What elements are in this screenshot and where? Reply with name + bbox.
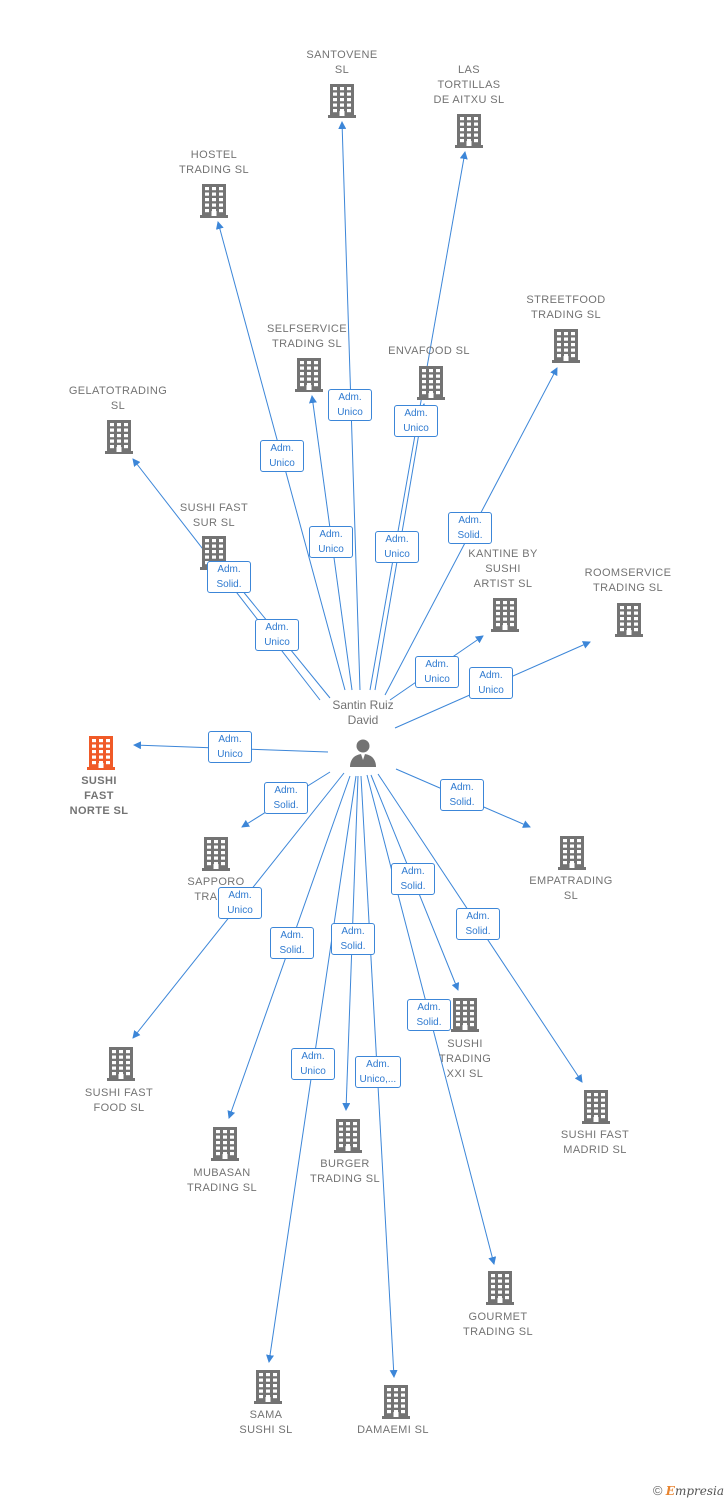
company-name-kantine[interactable]: KANTINE BY SUSHI ARTIST SL xyxy=(468,548,538,590)
role-badge-roomservice: Adm. Unico xyxy=(469,667,513,699)
role-badge-sushi-fast-norte: Adm. Unico xyxy=(208,731,252,763)
person-icon[interactable] xyxy=(348,738,378,770)
role-badge-mubasan: Adm. Solid. xyxy=(270,927,314,959)
company-name-sama[interactable]: SAMA SUSHI SL xyxy=(239,1409,293,1436)
building-icon[interactable] xyxy=(613,601,645,637)
role-badge-santovene: Adm. Unico xyxy=(328,389,372,421)
company-name-sushi-fast-sur[interactable]: SUSHI FAST SUR SL xyxy=(179,502,249,529)
role-badge-kantine: Adm. Unico xyxy=(415,656,459,688)
building-icon[interactable] xyxy=(103,418,135,454)
role-badge-sushi-trading-xxi: Adm. Solid. xyxy=(391,863,435,895)
building-icon[interactable] xyxy=(200,835,232,871)
role-badge-envafood: Adm. Unico xyxy=(375,531,419,563)
role-badge-sapporo: Adm. Solid. xyxy=(264,782,308,814)
company-name-streetfood[interactable]: STREETFOOD TRADING SL xyxy=(526,294,606,321)
role-badge-empatrading: Adm. Solid. xyxy=(440,779,484,811)
empresia-logo: Empresia xyxy=(665,1484,724,1498)
company-name-sushi-fast-madrid[interactable]: SUSHI FAST MADRID SL xyxy=(560,1129,630,1156)
company-name-empatrading[interactable]: EMPATRADING SL xyxy=(529,875,613,902)
building-icon[interactable] xyxy=(326,82,358,118)
person-name[interactable]: Santin Ruiz David xyxy=(332,698,394,727)
role-badge-damaemi: Adm. Unico,... xyxy=(354,1056,402,1088)
footer-brand: © Empresia xyxy=(653,1483,724,1498)
company-name-sushi-fast-norte[interactable]: SUSHI FAST NORTE SL xyxy=(69,775,129,817)
company-name-hostel[interactable]: HOSTEL TRADING SL xyxy=(178,149,249,176)
role-badge-sushi-fast-sur: Adm. Unico xyxy=(255,619,299,651)
building-icon[interactable] xyxy=(484,1269,516,1305)
building-icon[interactable] xyxy=(85,734,117,770)
role-badge-streetfood: Adm. Solid. xyxy=(448,512,492,544)
company-name-sushi-trading-xxi[interactable]: SUSHI TRADING XXI SL xyxy=(438,1038,492,1080)
building-icon[interactable] xyxy=(198,182,230,218)
company-name-selfservice[interactable]: SELFSERVICE TRADING SL xyxy=(266,323,347,350)
role-badge-sushi-fast-food: Adm. Unico xyxy=(218,887,262,919)
building-icon[interactable] xyxy=(293,356,325,392)
company-name-gourmet[interactable]: GOURMET TRADING SL xyxy=(462,1311,533,1338)
company-name-santovene[interactable]: SANTOVENE SL xyxy=(306,49,378,76)
company-name-gelatotrading[interactable]: GELATOTRADING SL xyxy=(68,385,168,412)
company-name-damaemi[interactable]: DAMAEMI SL xyxy=(357,1424,429,1436)
role-badge-hostel: Adm. Unico xyxy=(260,440,304,472)
company-name-burger[interactable]: BURGER TRADING SL xyxy=(309,1158,380,1185)
company-name-roomservice[interactable]: ROOMSERVICE TRADING SL xyxy=(584,567,672,594)
role-badge-burger: Adm. Solid. xyxy=(331,923,375,955)
company-name-las-tortillas[interactable]: LAS TORTILLAS DE AITXU SL xyxy=(433,64,505,106)
role-badge-selfservice: Adm. Unico xyxy=(309,526,353,558)
building-icon[interactable] xyxy=(550,327,582,363)
role-badge-sushi-fast-madrid: Adm. Solid. xyxy=(456,908,500,940)
building-icon[interactable] xyxy=(449,996,481,1032)
role-badge-gourmet: Adm. Solid. xyxy=(407,999,451,1031)
building-icon[interactable] xyxy=(556,834,588,870)
building-icon[interactable] xyxy=(209,1125,241,1161)
role-badge-las-tortillas: Adm. Unico xyxy=(394,405,438,437)
building-icon[interactable] xyxy=(332,1117,364,1153)
building-icon[interactable] xyxy=(489,596,521,632)
company-name-mubasan[interactable]: MUBASAN TRADING SL xyxy=(186,1167,257,1194)
building-icon[interactable] xyxy=(252,1368,284,1404)
role-badge-sama: Adm. Unico xyxy=(291,1048,335,1080)
building-icon[interactable] xyxy=(105,1045,137,1081)
building-icon[interactable] xyxy=(415,364,447,400)
building-icon[interactable] xyxy=(580,1088,612,1124)
copyright-symbol: © xyxy=(652,1483,663,1498)
company-name-envafood[interactable]: ENVAFOOD SL xyxy=(388,345,470,357)
building-icon[interactable] xyxy=(380,1383,412,1419)
building-icon[interactable] xyxy=(453,112,485,148)
role-badge-gelatotrading: Adm. Solid. xyxy=(207,561,251,593)
company-name-sushi-fast-food[interactable]: SUSHI FAST FOOD SL xyxy=(84,1087,154,1114)
